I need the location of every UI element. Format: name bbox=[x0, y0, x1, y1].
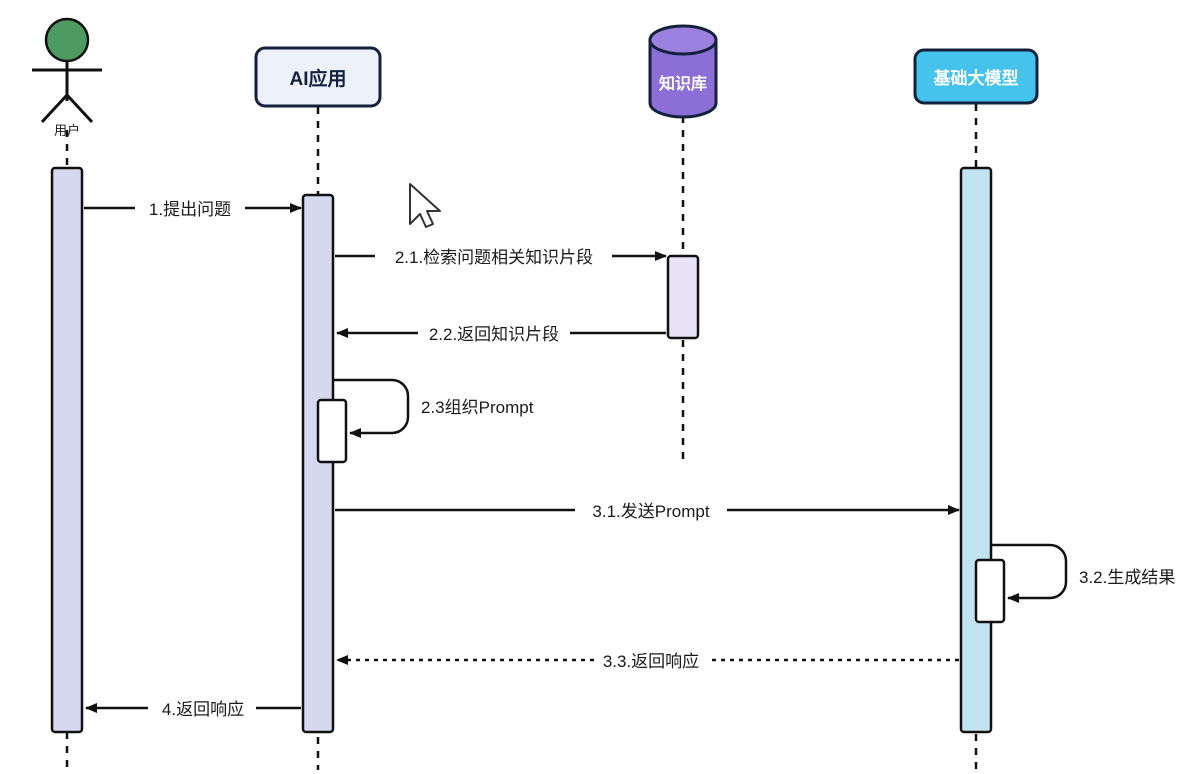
message-33[interactable]: 3.3.返回响应 bbox=[336, 652, 959, 671]
actor-head-icon bbox=[44, 17, 90, 63]
participant-user[interactable]: 用户 bbox=[32, 17, 102, 138]
activation-knowledge-base bbox=[666, 254, 700, 340]
message-label-32: 3.2.生成结果 bbox=[1079, 568, 1175, 587]
message-4[interactable]: 4.返回响应 bbox=[85, 700, 301, 719]
actor-leg-left bbox=[40, 93, 69, 124]
cylinder-body-icon bbox=[648, 38, 718, 119]
message-label-22: 2.2.返回知识片段 bbox=[429, 325, 559, 344]
message-label-1: 1.提出问题 bbox=[149, 200, 231, 219]
cylinder-top-icon bbox=[648, 24, 718, 56]
mouse-pointer-icon bbox=[409, 183, 441, 228]
activation-user bbox=[50, 166, 84, 734]
participant-label-knowledge-base: 知识库 bbox=[659, 74, 707, 93]
actor-leg-right bbox=[65, 93, 94, 124]
activation-llm-nested bbox=[974, 558, 1006, 624]
participant-box-ai-app bbox=[254, 46, 382, 108]
message-label-33: 3.3.返回响应 bbox=[603, 652, 699, 671]
participant-ai-app[interactable]: AI应用 bbox=[254, 46, 382, 108]
message-21[interactable]: 2.1.检索问题相关知识片段 bbox=[335, 248, 667, 267]
participant-label-llm: 基础大模型 bbox=[933, 68, 1019, 88]
message-label-4: 4.返回响应 bbox=[162, 700, 244, 719]
activation-ai-app bbox=[301, 193, 335, 734]
message-22[interactable]: 2.2.返回知识片段 bbox=[336, 325, 666, 344]
message-31[interactable]: 3.1.发送Prompt bbox=[335, 502, 960, 521]
message-1[interactable]: 1.提出问题 bbox=[84, 200, 302, 219]
message-label-23: 2.3组织Prompt bbox=[421, 398, 534, 417]
message-label-21: 2.1.检索问题相关知识片段 bbox=[395, 248, 593, 267]
activation-bars bbox=[50, 166, 1006, 734]
message-self-loop-23 bbox=[333, 378, 410, 438]
message-23[interactable]: 2.3组织Prompt bbox=[333, 378, 534, 438]
participant-box-llm bbox=[913, 48, 1039, 105]
participant-label-user: 用户 bbox=[54, 123, 80, 138]
activation-llm bbox=[959, 166, 993, 734]
participant-llm[interactable]: 基础大模型 bbox=[913, 48, 1039, 105]
participant-label-ai-app: AI应用 bbox=[289, 67, 346, 90]
message-label-31: 3.1.发送Prompt bbox=[592, 502, 709, 521]
message-self-loop-32 bbox=[991, 543, 1068, 603]
message-32[interactable]: 3.2.生成结果 bbox=[991, 543, 1175, 603]
activation-ai-app-nested bbox=[316, 398, 348, 464]
participant-knowledge-base[interactable]: 知识库 bbox=[648, 24, 718, 119]
